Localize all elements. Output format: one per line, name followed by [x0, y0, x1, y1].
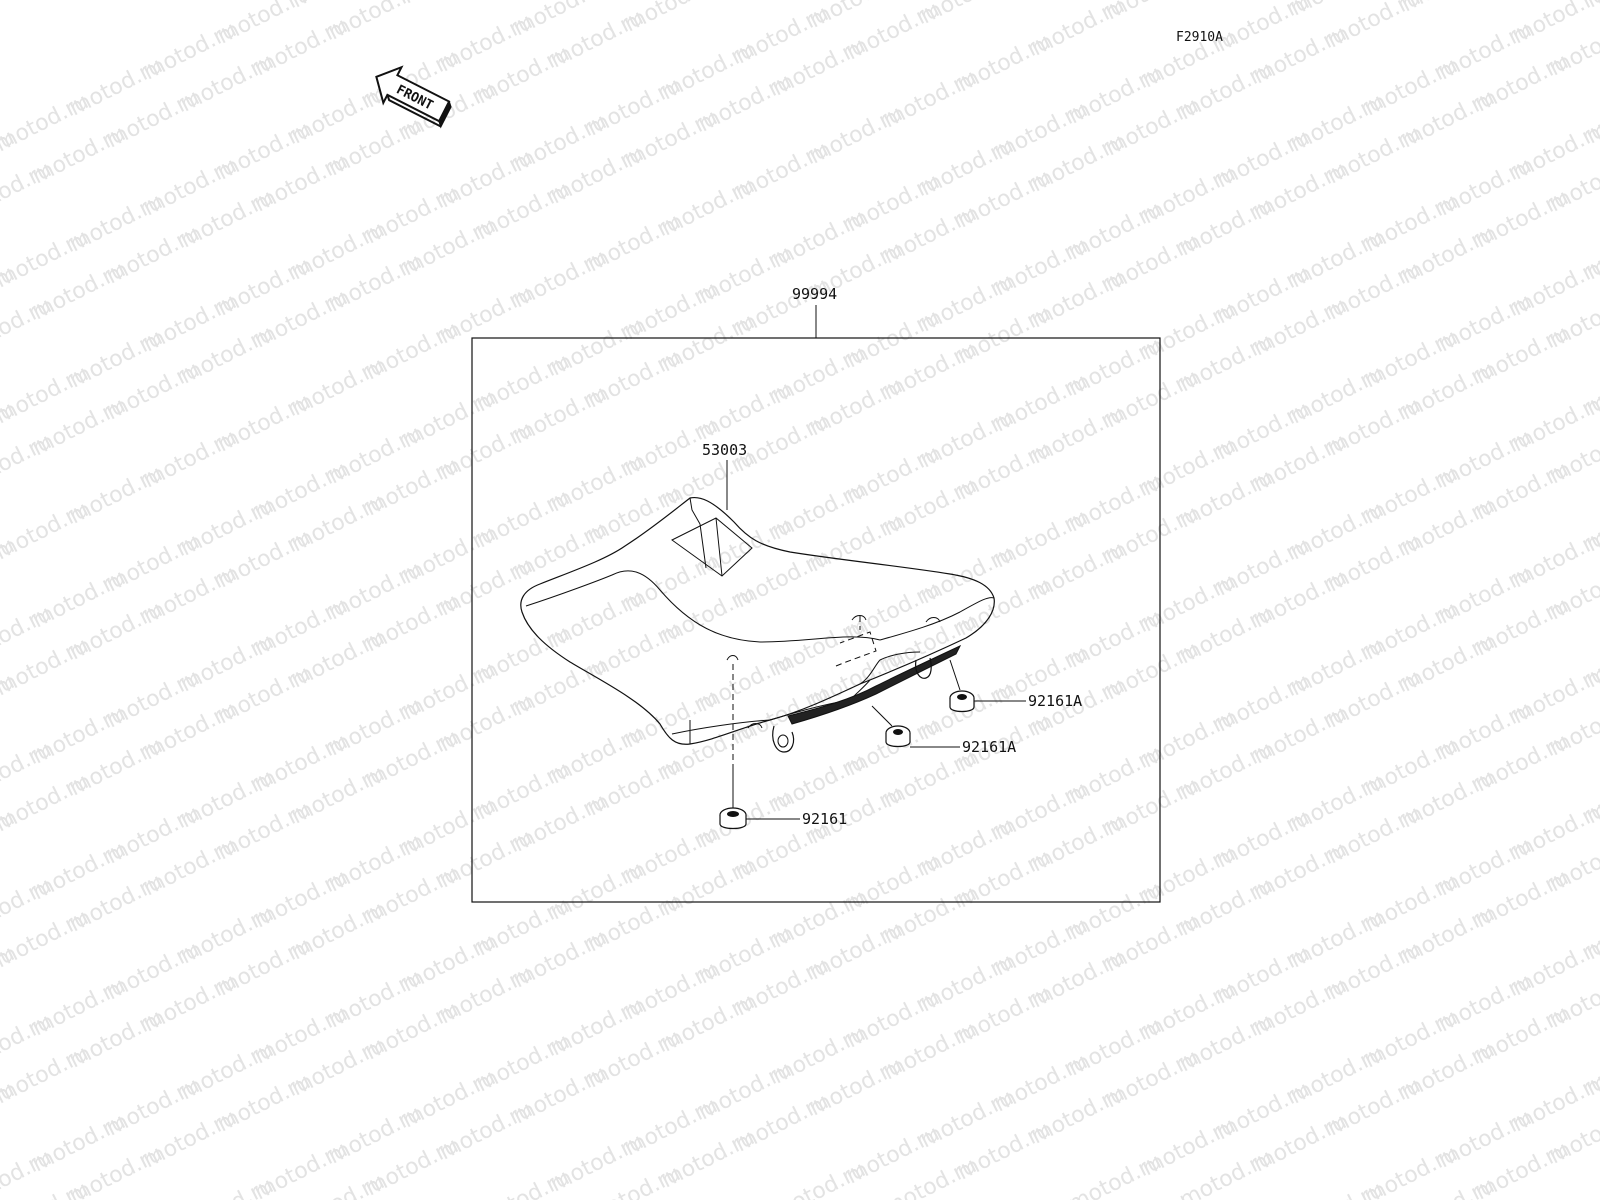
damper-right-2: [871, 705, 911, 748]
label-seat: 53003: [702, 441, 747, 459]
watermark-text: motod.ru: [694, 0, 795, 1]
watermark-text: motod.ru: [1397, 0, 1498, 17]
label-damper-center: 92161: [802, 810, 847, 828]
watermark-text: motod.ru: [1101, 0, 1202, 25]
kit-box: [471, 337, 1161, 903]
label-damper-right-2: 92161A: [962, 738, 1016, 756]
label-kit: 99994: [792, 285, 837, 303]
seat-drawing: [520, 496, 995, 770]
damper-right-1: [949, 659, 975, 713]
label-damper-right-1: 92161A: [1028, 692, 1082, 710]
damper-center: [719, 770, 747, 830]
watermark-text: motod.ru: [1582, 1169, 1600, 1200]
drawing-code: F2910A: [1176, 30, 1223, 45]
watermark-text: motod.ru: [916, 0, 1017, 29]
front-arrow-icon: FRONT: [375, 65, 452, 129]
watermark-text: motod.ru: [398, 0, 499, 9]
